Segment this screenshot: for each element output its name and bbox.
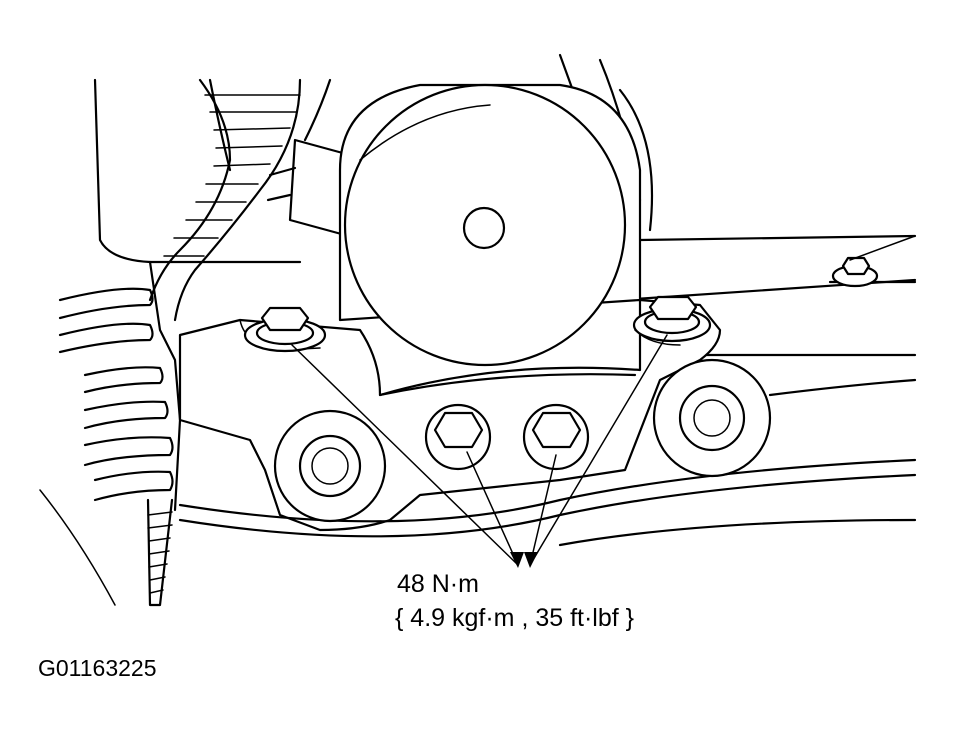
- leader-lines: [291, 235, 916, 568]
- bushing-right: [652, 358, 772, 478]
- torque-alt-units-label: { 4.9 kgf·m , 35 ft·lbf }: [395, 604, 635, 632]
- engine-mount-insulator: [338, 83, 642, 367]
- connector: [266, 138, 352, 237]
- bolt-top-left: [243, 306, 327, 353]
- bolt-top-right: [632, 295, 712, 343]
- bolt-center-left: [424, 403, 492, 471]
- bolt-center-right: [522, 403, 590, 471]
- bolt-far-right: [831, 256, 879, 288]
- torque-value-label: 48 N·m: [397, 570, 479, 598]
- figure-id-label: G01163225: [38, 655, 157, 681]
- bushing-left: [273, 409, 387, 523]
- threaded-stud: [146, 498, 174, 607]
- left-fins: [58, 260, 182, 512]
- wire-harness: [148, 78, 302, 322]
